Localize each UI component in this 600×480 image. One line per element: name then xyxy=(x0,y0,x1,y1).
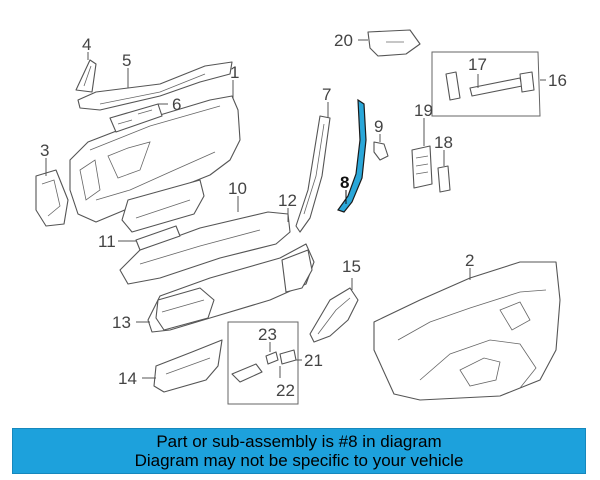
callout-11: 11 xyxy=(98,232,116,251)
part-10 xyxy=(121,179,239,233)
part-11 xyxy=(118,211,291,285)
part-4 xyxy=(75,52,97,93)
callout-1: 1 xyxy=(230,63,239,82)
callout-13: 13 xyxy=(112,313,131,332)
part-3 xyxy=(35,158,69,227)
callout-15: 15 xyxy=(342,257,361,276)
part-21-23-box xyxy=(227,321,302,405)
callout-16: 16 xyxy=(548,71,567,90)
banner-line-1: Part or sub-assembly is #8 in diagram xyxy=(156,432,442,451)
callout-9: 9 xyxy=(374,117,383,136)
callout-12: 12 xyxy=(278,191,297,210)
callout-7: 7 xyxy=(322,85,331,104)
part-13 xyxy=(136,243,315,333)
callout-14: 14 xyxy=(118,369,137,388)
callout-10: 10 xyxy=(228,179,247,198)
callout-23: 23 xyxy=(258,325,277,344)
part-15 xyxy=(309,278,359,343)
part-16-17-box xyxy=(431,51,546,117)
callout-8: 8 xyxy=(340,173,349,192)
callout-2: 2 xyxy=(465,251,474,270)
callout-4: 4 xyxy=(82,35,91,54)
part-8 xyxy=(337,98,367,213)
banner-line-2: Diagram may not be specific to your vehi… xyxy=(134,451,464,470)
part-6 xyxy=(109,103,168,133)
part-14 xyxy=(142,339,223,393)
part-19 xyxy=(411,118,433,189)
callout-21: 21 xyxy=(304,351,323,370)
part-1 xyxy=(69,80,241,223)
callout-6: 6 xyxy=(172,95,181,114)
part-2 xyxy=(373,261,561,401)
callout-22: 22 xyxy=(276,381,295,400)
callout-18: 18 xyxy=(434,133,453,152)
callout-17: 17 xyxy=(468,55,487,74)
part-20 xyxy=(358,29,421,57)
part-18 xyxy=(437,150,451,193)
callout-20: 20 xyxy=(334,31,353,50)
info-banner: Part or sub-assembly is #8 in diagram Di… xyxy=(12,428,586,474)
part-9 xyxy=(373,134,389,161)
part-5 xyxy=(77,61,233,111)
callout-5: 5 xyxy=(122,51,131,70)
parts-diagram: 1 2 3 4 5 6 7 8 9 10 11 12 13 14 15 16 1… xyxy=(35,29,567,405)
callout-19: 19 xyxy=(414,101,433,120)
part-7 xyxy=(295,102,331,233)
callout-3: 3 xyxy=(40,141,49,160)
